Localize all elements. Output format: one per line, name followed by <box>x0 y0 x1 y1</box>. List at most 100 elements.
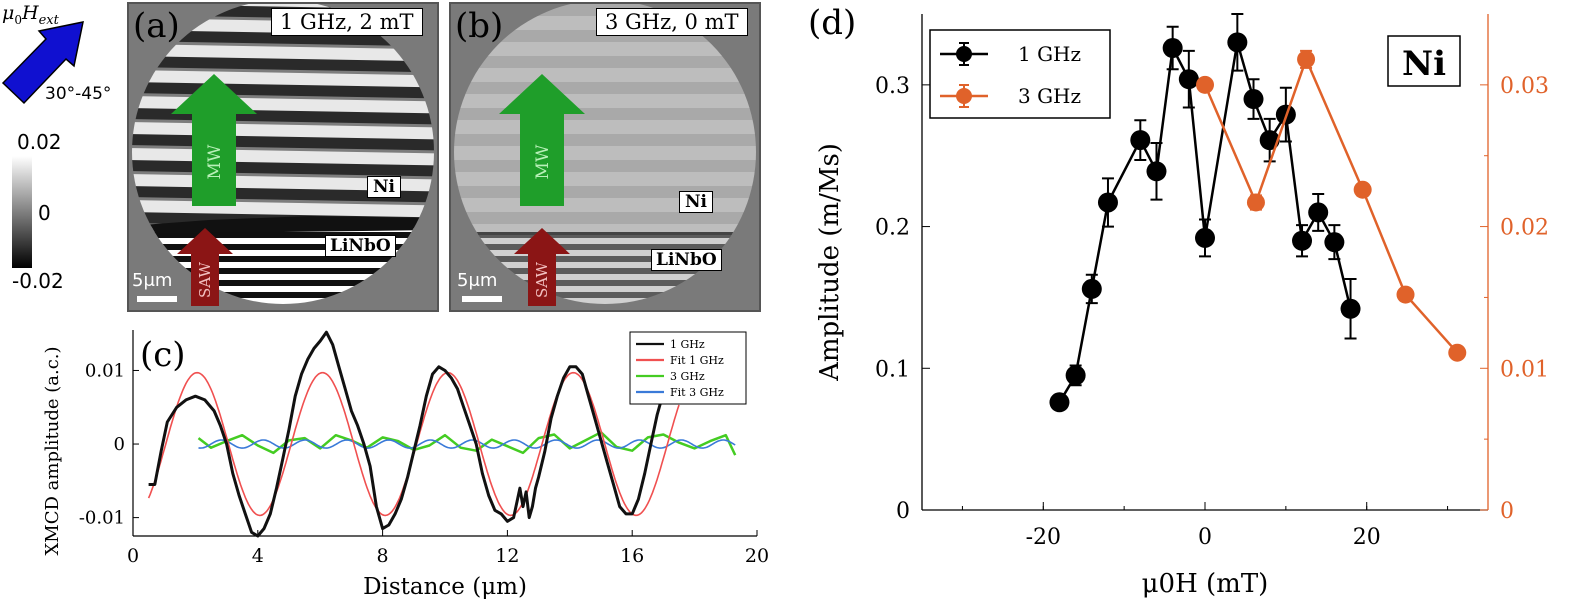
saw-arrow-label-b: SAW <box>533 261 551 298</box>
data-point-1-ghz <box>1130 130 1151 151</box>
data-point-1-ghz <box>1292 230 1313 251</box>
data-point-1-ghz <box>1178 69 1199 90</box>
legend-marker <box>956 46 972 62</box>
series-line-3-ghz <box>1203 58 1459 354</box>
y-left-tick-label: 0.2 <box>875 216 910 241</box>
mw-arrow-label-b: MW <box>533 144 553 179</box>
panel-b-tag: (b) <box>455 6 504 46</box>
mw-arrow-label-a: MW <box>205 144 225 179</box>
panel-a-tag: (a) <box>133 6 180 46</box>
colorbar-min-label: -0.02 <box>12 269 64 293</box>
data-point-1-ghz <box>1162 38 1183 59</box>
legend-label: 3 GHz <box>670 370 705 383</box>
data-point-1-ghz <box>1340 298 1361 319</box>
data-point-1-ghz <box>1065 365 1086 386</box>
colorbar-gradient <box>12 156 32 268</box>
y-right-tick-label: 0.03 <box>1500 74 1549 99</box>
saw-arrow-label-a: SAW <box>196 261 214 298</box>
series-line-1-ghz <box>148 330 671 538</box>
legend-label: 3 GHz <box>1018 84 1081 108</box>
y-right-tick-label: 0.02 <box>1500 216 1549 241</box>
legend-label: Fit 3 GHz <box>670 386 724 399</box>
data-point-1-ghz <box>1049 392 1070 413</box>
series-line-3-ghz <box>197 431 737 456</box>
data-point-1-ghz <box>1081 278 1102 299</box>
chart-d-legend: 1 GHz 3 GHz <box>929 29 1111 119</box>
x-tick-label: 20 <box>745 545 769 567</box>
x-tick-label: 0 <box>127 545 139 567</box>
legend-label: 1 GHz <box>670 338 705 351</box>
x-tick-label: 12 <box>495 545 519 567</box>
mw-arrow-icon: MW <box>171 74 257 206</box>
legend-label: 1 GHz <box>1018 42 1081 66</box>
colorbar-mid-label: 0 <box>38 201 51 225</box>
mw-arrow-icon: MW <box>499 74 585 206</box>
data-point-1-ghz <box>1227 32 1248 53</box>
saw-arrow-icon: SAW <box>177 228 233 306</box>
data-point-3-ghz <box>1196 75 1214 94</box>
field-indicator: μ0Hext 30°-45° <box>0 0 128 110</box>
data-point-1-ghz <box>1259 130 1280 151</box>
panel-c-tag: (c) <box>140 335 186 375</box>
chart-d-series <box>1049 13 1467 413</box>
legend-box <box>929 29 1111 119</box>
y-axis-label: Amplitude (m/Ms) <box>815 143 845 382</box>
y-left-tick-label: 0.1 <box>875 357 910 382</box>
panel-b: (b) 3 GHz, 0 mT MW SAW Ni LiNbO 5μm <box>449 2 761 312</box>
y-tick-label: -0.01 <box>79 508 125 529</box>
y-tick-label: 0 <box>114 434 125 455</box>
data-point-1-ghz <box>1146 161 1167 182</box>
ni-annotation: Ni <box>1402 44 1446 84</box>
panel-a-scalebar-label: 5μm <box>132 270 173 291</box>
saw-arrow-icon: SAW <box>514 228 570 306</box>
panel-a: (a) 1 GHz, 2 mT MW SAW Ni LiNbO 5μm <box>127 2 439 312</box>
panel-b-scalebar <box>462 296 502 302</box>
panel-a-ni-label: Ni <box>367 176 401 198</box>
data-point-3-ghz <box>1353 180 1372 199</box>
field-label-h: H <box>22 2 39 24</box>
ni-annotation-box <box>1387 35 1461 87</box>
panel-b-scalebar-label: 5μm <box>457 270 498 291</box>
x-tick-label: 20 <box>1353 525 1381 550</box>
y-left-tick-label: 0 <box>896 499 910 524</box>
panel-b-condition: 3 GHz, 0 mT <box>596 8 748 36</box>
data-point-1-ghz <box>1243 89 1264 110</box>
x-axis-label: μ0H (mT) <box>1142 569 1269 599</box>
data-point-3-ghz <box>1297 50 1316 69</box>
x-tick-label: 0 <box>1198 525 1212 550</box>
field-label: μ0Hext <box>2 2 59 28</box>
chart-c-series <box>147 330 737 538</box>
panel-a-scalebar <box>137 296 177 302</box>
data-point-1-ghz <box>1097 192 1118 213</box>
field-label-ext: ext <box>38 12 59 28</box>
x-tick-label: 16 <box>620 545 644 567</box>
legend-marker <box>956 88 972 104</box>
colorbar: 0.02 0 -0.02 <box>0 128 125 298</box>
series-line-fit-3-ghz <box>198 439 736 449</box>
x-tick-label: 8 <box>377 545 389 567</box>
data-point-1-ghz <box>1195 227 1215 248</box>
x-tick-label: 4 <box>252 545 264 567</box>
panel-b-ni-label: Ni <box>679 191 713 213</box>
panel-b-linbo-label: LiNbO <box>651 249 722 271</box>
angle-label: 30°-45° <box>45 84 112 104</box>
series-line-fit-1-ghz <box>147 371 680 517</box>
y-right-tick-label: 0 <box>1500 499 1514 524</box>
panel-a-condition: 1 GHz, 2 mT <box>271 8 423 36</box>
panel-d-tag: (d) <box>808 3 856 43</box>
y-axis-label: XMCD amplitude (a.c.) <box>42 346 63 555</box>
data-point-3-ghz <box>1396 285 1415 304</box>
panel-a-linbo-label: LiNbO <box>325 235 396 257</box>
data-point-1-ghz <box>1324 232 1345 253</box>
y-right-tick-label: 0.01 <box>1500 357 1549 382</box>
field-arrow-icon <box>1 21 84 105</box>
x-axis-label: Distance (μm) <box>363 574 527 600</box>
legend-label: Fit 1 GHz <box>670 354 724 367</box>
data-point-3-ghz <box>1246 193 1265 212</box>
data-point-3-ghz <box>1448 343 1467 362</box>
field-label-mu: μ <box>2 2 15 24</box>
